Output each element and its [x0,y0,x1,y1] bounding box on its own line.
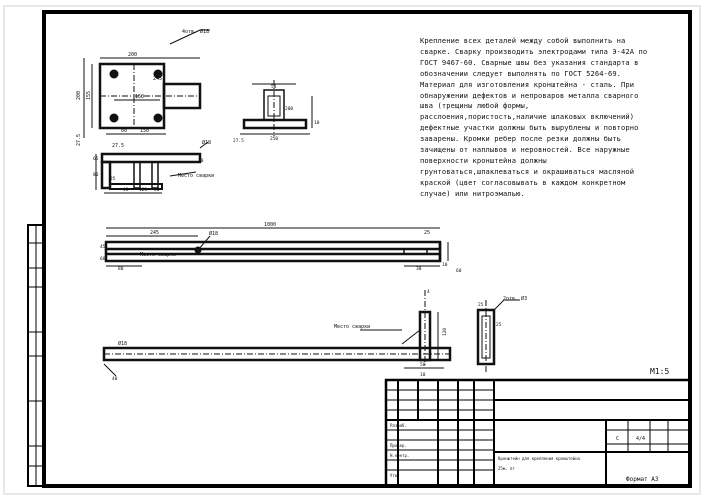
side-dim-43: 43 [123,187,129,193]
note-line: зачищены от наплывов и неровностей. Все … [420,145,630,155]
end-dim-200: 200 [285,106,293,112]
section-holes-label: 2отв. Ø3 [503,295,527,302]
side-dim-80: 80 [93,172,99,178]
tb-name: Кронштейн для крепления кронштейна [498,456,580,461]
dim-200-v: 200 [76,91,82,100]
tb-format: Формат А3 [626,476,659,483]
dim-245: 245 [153,76,162,82]
side-dim-65: 65 [93,156,99,162]
tb-sheet: 4/4 [636,436,645,442]
side-weld-label: Место сварки [178,173,214,179]
note-line: случае) или нитроэмалью. [420,188,525,198]
plan-holes-label: 4отв. Ø18 [182,28,209,35]
beam-dim-10: 10 [442,262,448,268]
bottom-dim-4: 4 [427,289,430,295]
bottom-dim-50: 50 [420,362,426,368]
end-dim-27: 27.5 [233,138,244,144]
tb-sub: 25м. лт [498,466,515,471]
note-line: поверхности кронштейна должны [420,155,547,165]
note-line: грунтоваться,шпаклеваться и окрашиваться… [420,166,635,176]
note-line: ГОСТ 9467-60. Сварные швы без указания с… [420,57,639,67]
section-dim-25: 25 [478,302,484,308]
view-beam [104,227,449,267]
dim-60: 60 [121,128,127,134]
bottom-dim-10: 10 [420,372,426,378]
section-dim-25b: 25 [496,322,502,328]
bottom-dim-40: 40 [112,376,118,382]
dim-155-v: 155 [86,91,92,100]
beam-dim-245: 245 [150,230,159,236]
side-dim-50: 50 [154,187,160,193]
beam-dim-80: 80 [118,266,124,272]
beam-dim-60-r: 60 [456,268,462,274]
tb-row-3: Н.контр. [390,453,409,458]
note-line: сварке. Сварку производить электродами т… [420,46,648,56]
title-block [384,378,692,488]
dim-200: 200 [128,52,137,58]
note-line: краской (цвет согласовывать в каждом кон… [420,177,626,187]
dim-150: 150 [135,94,144,100]
bottom-weld-label: Место сварки [334,324,370,330]
note-line: обозначении следует выполнять по ГОСТ 52… [420,68,622,78]
view-side [95,141,209,194]
beam-weld-label: Место сварки [140,252,176,258]
left-stamp-column [27,224,45,487]
view-bottom [102,290,520,377]
scale-label: М1:5 [650,367,669,376]
view-end [240,80,313,136]
side-dim-125: 125 [139,187,147,193]
view-plan [83,29,210,138]
note-line: Крепление всех деталей между собой выпол… [420,36,626,45]
bottom-dim-120: 120 [442,328,448,336]
side-hole: Ø18 [202,139,211,146]
note-line: расслоения,пористость,наличие шлаковых в… [420,112,635,122]
sheet-edge [3,5,701,495]
beam-dim-30: 30 [416,266,422,272]
note-line: обнаружении дефектов и непроваров металл… [420,90,639,100]
side-dim-10: 10 [198,158,204,164]
dim-27-b: 27.5 [112,143,124,149]
end-dim-10: 10 [314,120,320,126]
dim-150-b: 150 [140,128,149,134]
beam-dim-45: 45 [100,244,106,250]
tb-row-2: Провер. [390,443,407,448]
beam-dim-60: 60 [100,256,106,262]
note-line: Материал для изготовления кронштейна - с… [420,79,635,89]
tb-row-1: Разраб. [390,423,407,428]
tb-letter: С [616,436,619,442]
end-dim-50: 50 [271,84,277,90]
note-line: шва (трещины любой формы, [420,101,530,111]
note-line: дефектные участки должны быть вырублены … [420,123,639,133]
technical-notes: Крепление всех деталей между собой выпол… [420,36,682,200]
end-dim-250: 250 [270,136,278,142]
beam-hole: Ø18 [209,230,218,237]
beam-dim-25: 25 [424,230,430,236]
side-dim-25: 25 [110,176,116,182]
bottom-hole: Ø18 [118,340,127,347]
note-line: заварены. Кромки ребер после резки должн… [420,134,622,144]
tb-row-4: Утв. [390,473,400,478]
dim-27-v: 27.5 [76,134,82,146]
beam-overall: 1000 [264,222,276,228]
